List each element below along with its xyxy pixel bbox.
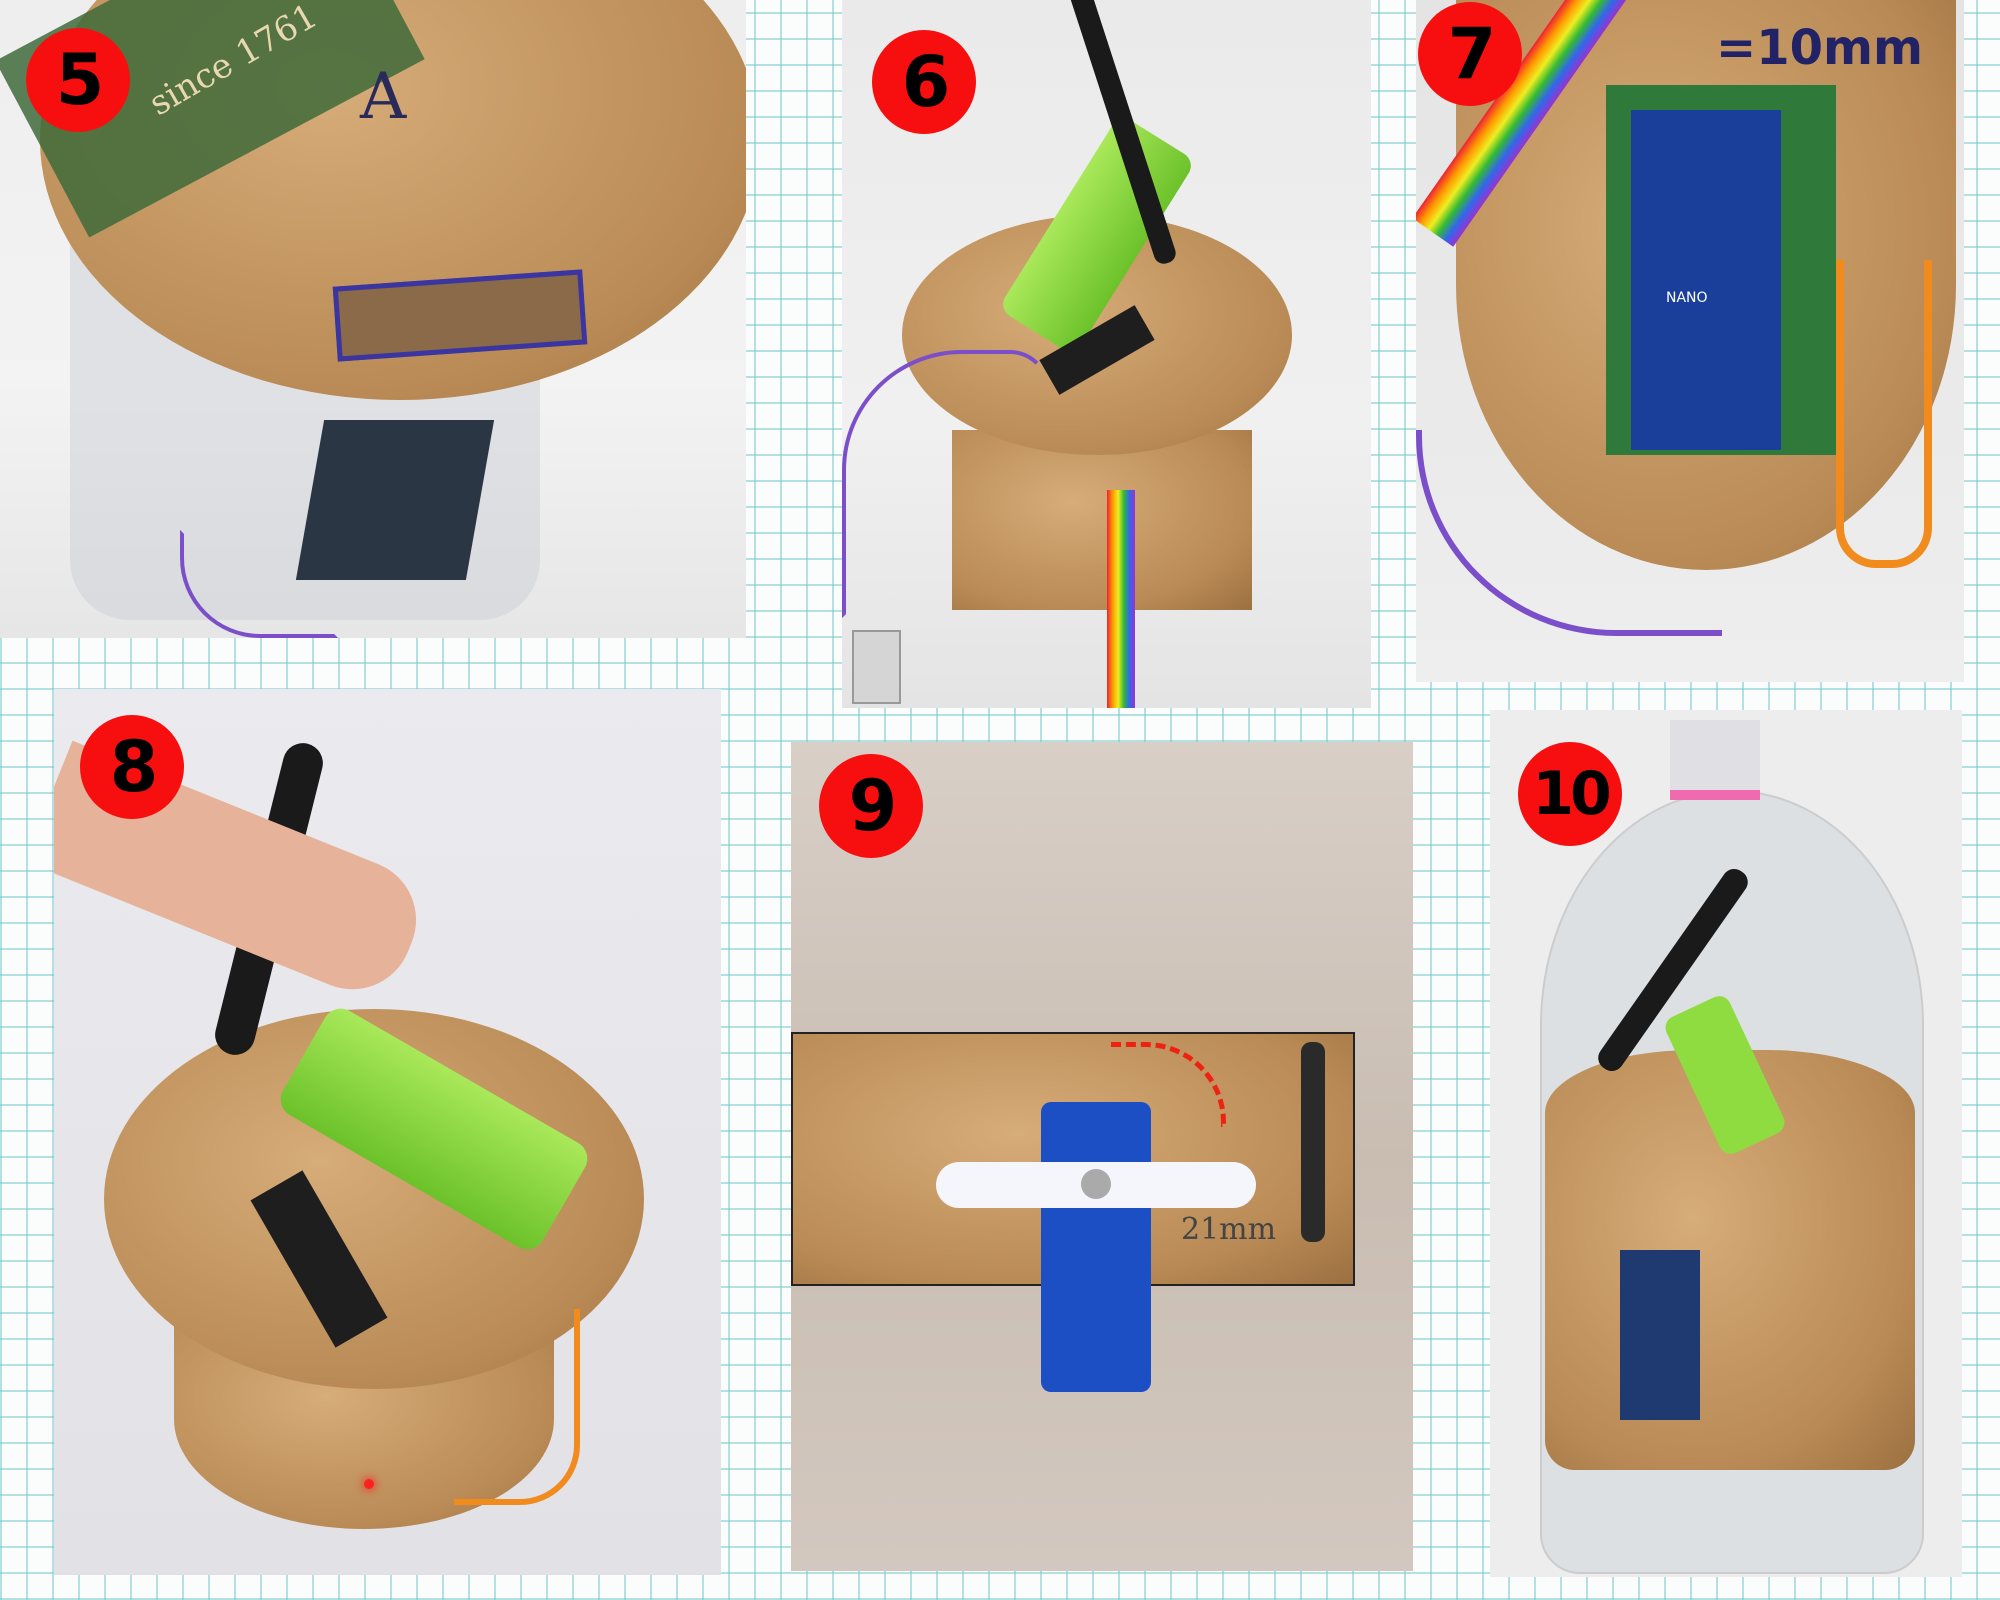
photo-step-7: =10mm NANO 7 [1416, 0, 1964, 682]
purple-wire [842, 350, 1050, 618]
servo-screw [1081, 1169, 1111, 1199]
photo-step-9: 21mm 9 [791, 742, 1413, 1571]
photo-step-6: 6 [842, 0, 1371, 708]
step-badge-9: 9 [819, 754, 923, 858]
arduino-nano [1620, 1250, 1700, 1420]
servo-wires [1836, 260, 1932, 568]
photo-step-8: 8 [54, 689, 721, 1575]
step-badge-8: 8 [80, 715, 184, 819]
servo-body [1041, 1102, 1151, 1392]
rainbow-ribbon-cable [1107, 490, 1135, 708]
lid-marking: A [360, 60, 407, 134]
board-label: NANO [1666, 290, 1708, 306]
photo-step-5: since 1761 A 5 [0, 0, 746, 638]
bottle-neck [1670, 720, 1760, 800]
servo-wires [454, 1309, 580, 1505]
step-badge-6: 6 [872, 30, 976, 134]
step-badge-5: 5 [26, 28, 130, 132]
zip-tie [1301, 1042, 1325, 1242]
usb-plug [852, 630, 901, 704]
purple-wire [180, 530, 338, 638]
photo-step-10: 10 [1490, 710, 1962, 1577]
jumper-wires [1416, 430, 1722, 636]
measure-label: 21mm [1181, 1212, 1277, 1247]
usb-adapter-led [364, 1479, 374, 1489]
step-badge-10: 10 [1518, 742, 1622, 846]
step-badge-7: 7 [1418, 2, 1522, 106]
arduino-nano [1631, 110, 1781, 450]
measure-label: =10mm [1716, 20, 1924, 76]
